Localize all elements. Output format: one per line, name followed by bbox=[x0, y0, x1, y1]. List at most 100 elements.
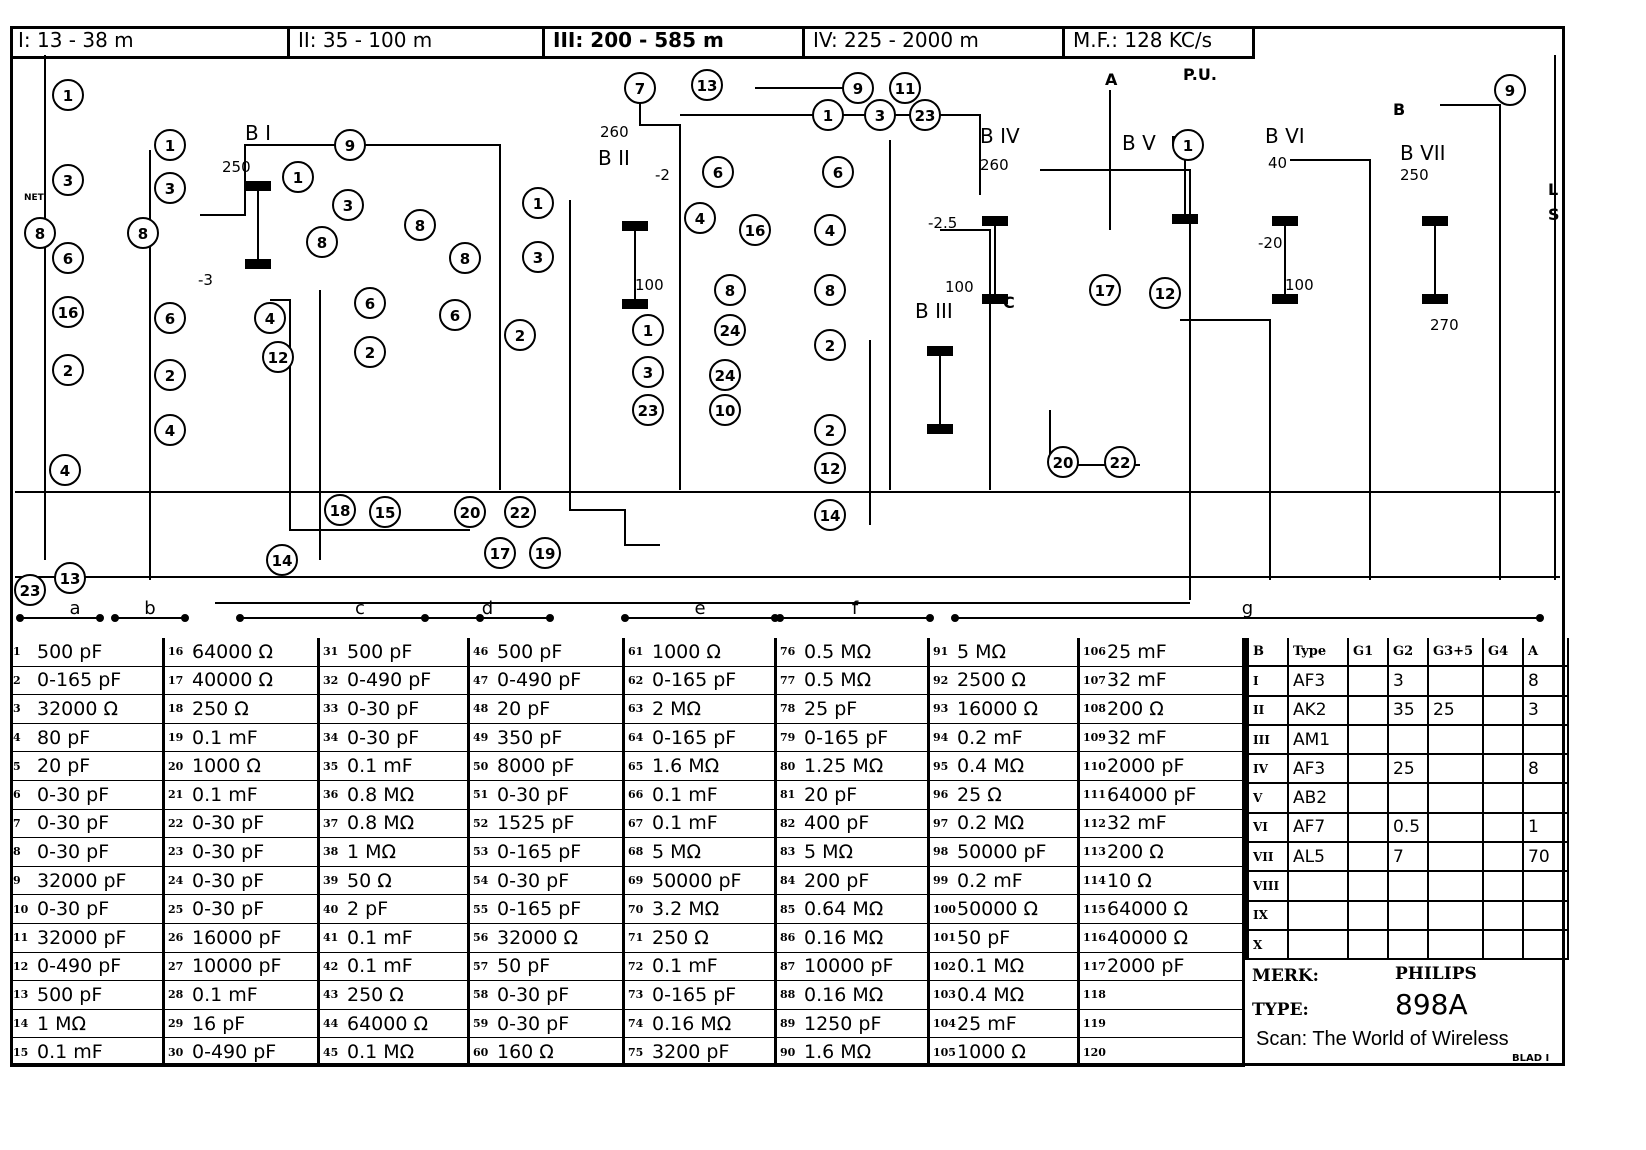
component-value: 64000 Ω bbox=[1107, 898, 1189, 921]
component-number: 24 bbox=[168, 874, 184, 888]
voltage-label: 40 bbox=[1268, 154, 1287, 172]
component-row: 4 80 pF bbox=[10, 724, 162, 753]
node-number: 2 bbox=[825, 422, 835, 440]
node-number: 23 bbox=[915, 107, 936, 125]
component-number: 4 bbox=[13, 731, 21, 745]
component-value: 0-165 pF bbox=[652, 726, 737, 749]
sheet-label: BLAD I bbox=[1512, 1053, 1550, 1064]
node-marker: 1 bbox=[632, 314, 664, 346]
node-number: 3 bbox=[343, 197, 353, 215]
node-number: 2 bbox=[365, 344, 375, 362]
component-number: 29 bbox=[168, 1017, 184, 1031]
component-number: 59 bbox=[473, 1017, 489, 1031]
node-marker: 20 bbox=[454, 496, 486, 528]
component-value: 250 Ω bbox=[652, 926, 709, 949]
node-marker: 8 bbox=[127, 217, 159, 249]
component-value: 5 MΩ bbox=[957, 640, 1007, 663]
component-number: 36 bbox=[323, 788, 339, 802]
node-number: 24 bbox=[715, 367, 736, 385]
tube-cell bbox=[1524, 930, 1569, 959]
component-number: 80 bbox=[780, 759, 796, 773]
component-number: 81 bbox=[780, 788, 796, 802]
tube-header-cell: A bbox=[1524, 638, 1569, 666]
component-number: 78 bbox=[780, 702, 796, 716]
component-value: 0-30 pF bbox=[347, 726, 420, 749]
component-value: 16 pF bbox=[192, 1012, 246, 1035]
tube-cell bbox=[1484, 930, 1524, 959]
node-number: 3 bbox=[533, 249, 543, 267]
wave-band-header: I: 13 - 38 m II: 35 - 100 m III: 200 - 5… bbox=[10, 26, 1255, 59]
component-value: 5 MΩ bbox=[804, 840, 854, 863]
tube-cell bbox=[1429, 930, 1484, 959]
node-number: 1 bbox=[1183, 137, 1193, 155]
node-number: 19 bbox=[535, 545, 556, 563]
component-value: 500 pF bbox=[497, 640, 563, 663]
node-marker: 3 bbox=[52, 164, 84, 196]
component-row: 119 bbox=[1080, 1010, 1242, 1039]
node-marker: 3 bbox=[864, 99, 896, 131]
component-number: 73 bbox=[628, 988, 644, 1002]
component-value: 16000 Ω bbox=[957, 697, 1039, 720]
tube-cell bbox=[1429, 872, 1484, 900]
tube-header-cell: B bbox=[1249, 638, 1289, 666]
component-number: 69 bbox=[628, 874, 644, 888]
node-number: 2 bbox=[165, 367, 175, 385]
terminal-label: NET bbox=[24, 193, 45, 203]
tube-cell bbox=[1389, 725, 1429, 754]
component-row: 24 0-30 pF bbox=[165, 867, 317, 896]
node-marker: 23 bbox=[14, 574, 46, 606]
tube-cell bbox=[1484, 901, 1524, 929]
tube-cell: 3 bbox=[1389, 667, 1429, 695]
component-value: 0-30 pF bbox=[192, 869, 265, 892]
component-value: 0-165 pF bbox=[652, 983, 737, 1006]
tube-cell: I bbox=[1249, 667, 1289, 695]
component-number: 54 bbox=[473, 874, 489, 888]
component-value: 3200 pF bbox=[652, 1041, 730, 1064]
component-value: 0-30 pF bbox=[497, 869, 570, 892]
node-number: 3 bbox=[165, 180, 175, 198]
section-letter: c bbox=[355, 598, 365, 619]
node-number: 8 bbox=[460, 250, 470, 268]
merk-label: MERK: bbox=[1252, 966, 1319, 986]
band-4: IV: 225 - 2000 m bbox=[805, 26, 1065, 56]
component-value: 20 pF bbox=[497, 697, 551, 720]
node-number: 1 bbox=[293, 169, 303, 187]
component-number: 72 bbox=[628, 959, 644, 973]
tube-cell: 25 bbox=[1429, 696, 1484, 724]
component-number: 13 bbox=[13, 988, 29, 1002]
node-number: 17 bbox=[1095, 282, 1116, 300]
node-marker: 6 bbox=[439, 299, 471, 331]
tube-cell bbox=[1349, 901, 1389, 929]
node-marker: 22 bbox=[1104, 446, 1136, 478]
band-3: III: 200 - 585 m bbox=[545, 26, 805, 56]
component-number: 48 bbox=[473, 702, 489, 716]
component-value: 0-165 pF bbox=[37, 669, 122, 692]
component-value: 80 pF bbox=[37, 726, 91, 749]
component-value: 64000 Ω bbox=[192, 640, 274, 663]
tube-cell bbox=[1524, 901, 1569, 929]
tube-cell: AF3 bbox=[1289, 667, 1349, 695]
component-value: 32000 Ω bbox=[497, 926, 579, 949]
node-marker: 2 bbox=[354, 336, 386, 368]
